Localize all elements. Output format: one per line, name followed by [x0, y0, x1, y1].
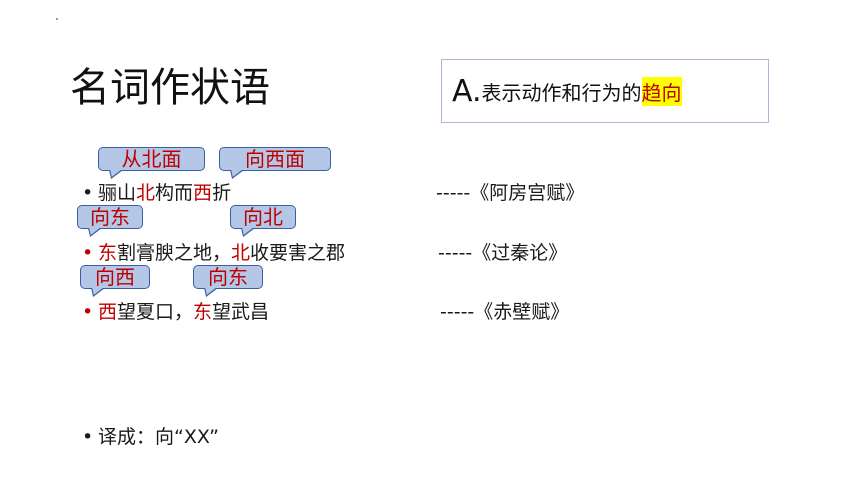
highlight-word: 东 — [98, 242, 118, 264]
example-line-3: •西望夏口，东望武昌 — [82, 299, 269, 325]
highlight-word: 北 — [231, 242, 251, 264]
source-3: -----《赤壁赋》 — [440, 301, 570, 323]
category-box: A. 表示动作和行为的 趋向 — [441, 59, 769, 123]
translation-line: •译成：向“XX” — [82, 424, 219, 450]
callout-tail — [88, 228, 102, 237]
callout-north: 从北面 — [98, 147, 205, 179]
bullet: • — [82, 182, 94, 204]
callout-west-2: 向西 — [80, 265, 150, 297]
callout-text: 向东 — [90, 205, 130, 229]
highlight-word: 西 — [193, 182, 213, 204]
highlight-word: 北 — [136, 182, 156, 204]
callout-text: 从北面 — [121, 147, 182, 171]
category-text: 表示动作和行为的 — [481, 80, 642, 105]
callout-text: 向西面 — [245, 147, 305, 171]
decorative-dot — [56, 18, 58, 20]
text-part: 割膏腴之地， — [117, 242, 232, 264]
callout-tail — [230, 170, 244, 179]
category-highlight: 趋向 — [641, 76, 682, 106]
highlight-word: 西 — [98, 301, 118, 323]
bullet: • — [82, 242, 94, 264]
callout-tail — [241, 228, 255, 237]
callout-text: 向北 — [243, 205, 283, 229]
source-1: -----《阿房宫赋》 — [436, 182, 585, 204]
text-part: 折 — [212, 182, 232, 204]
category-letter: A. — [452, 73, 482, 109]
callout-tail — [91, 288, 105, 297]
callout-east-2: 向东 — [193, 265, 263, 297]
callout-east: 向东 — [77, 205, 143, 237]
source-2: -----《过秦论》 — [438, 242, 568, 264]
example-line-2: •东割膏腴之地，北收要害之郡 — [82, 240, 345, 266]
example-line-1: •骊山北构而西折 — [82, 180, 231, 206]
translation-text: 译成：向“XX” — [98, 426, 219, 448]
text-part: 收要害之郡 — [250, 242, 346, 264]
callout-text: 向西 — [95, 265, 135, 289]
callout-west: 向西面 — [219, 147, 331, 179]
highlight-word: 东 — [193, 301, 213, 323]
callout-text: 向东 — [208, 265, 248, 289]
text-part: 望夏口， — [117, 301, 194, 323]
text-part: 构而 — [155, 182, 194, 204]
text-part: 骊山 — [98, 182, 137, 204]
text-part: 望武昌 — [212, 301, 270, 323]
bullet: • — [82, 426, 94, 448]
callout-tail — [109, 170, 123, 179]
callout-tail — [204, 288, 218, 297]
callout-north-2: 向北 — [230, 205, 296, 237]
bullet: • — [82, 301, 94, 323]
page-title: 名词作状语 — [70, 65, 270, 111]
